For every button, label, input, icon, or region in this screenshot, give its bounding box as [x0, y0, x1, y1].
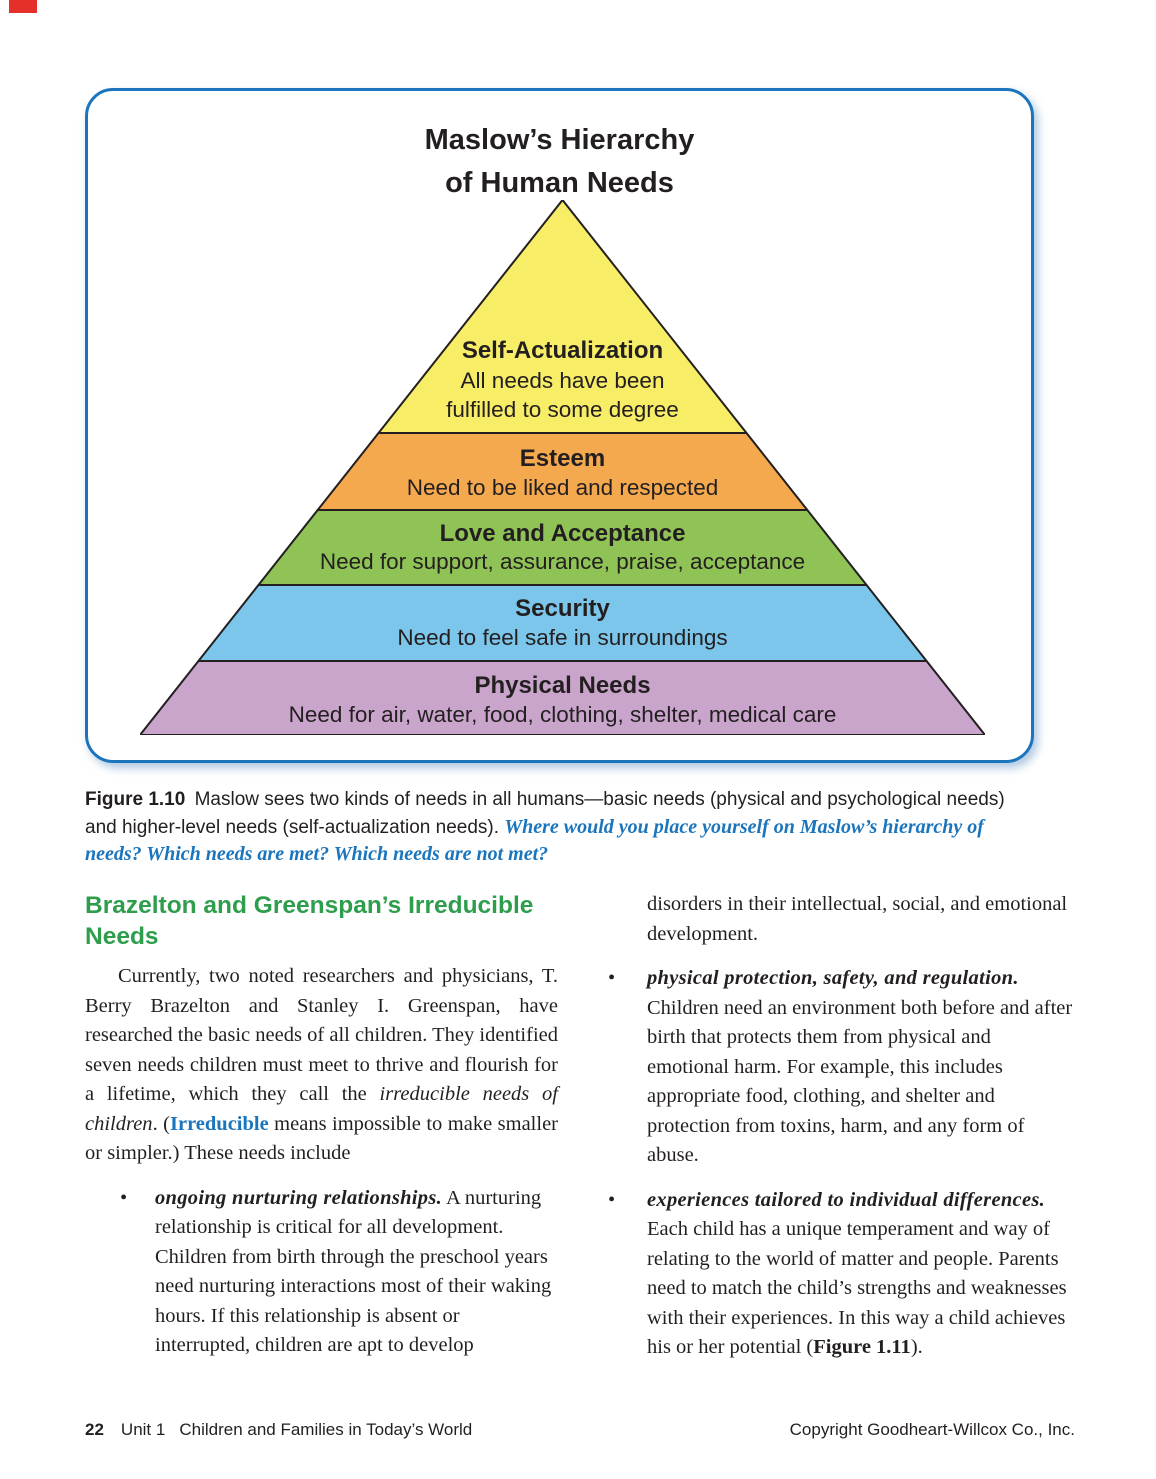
footer-left: 22 Unit 1 Children and Families in Today’s… — [85, 1420, 472, 1440]
bullet-continuation: disorders in their intellectual, social,… — [647, 893, 1068, 945]
intro-text-2: . ( — [152, 1112, 170, 1135]
intro-text-1: Currently, two noted researchers and phy… — [85, 965, 558, 1105]
bullet-lead: physical protection, safety, and regulat… — [647, 967, 1019, 989]
bullet-marker: • — [608, 1188, 616, 1211]
copyright: Copyright Goodheart-Willcox Co., Inc. — [789, 1420, 1075, 1439]
bullet-marker: • — [608, 967, 616, 989]
intro-text-3: means impossible to make smaller or simp… — [85, 1112, 558, 1165]
pyramid-level-1-desc: fulfilled to some degree — [446, 397, 679, 422]
page-footer: 22 Unit 1 Children and Families in Today’s… — [85, 1420, 1075, 1440]
unit-title: Children and Families in Today’s World — [179, 1420, 473, 1439]
maslow-figure-box: Maslow’s Hierarchy of Human Needs Self-A… — [85, 88, 1034, 763]
pyramid-level-5-name: Physical Needs — [474, 672, 650, 699]
page-number: 22 — [85, 1420, 104, 1439]
pyramid-level-3-name: Love and Acceptance — [440, 520, 686, 547]
figure-title: Maslow’s Hierarchy of Human Needs — [88, 91, 1031, 205]
bullet-lead: ongoing nurturing relationships. — [155, 1186, 443, 1209]
pyramid-level-4-name: Security — [515, 595, 610, 622]
pyramid-level-2-name: Esteem — [520, 445, 605, 472]
bullet-text: A nurturing relationship is critical for… — [155, 1186, 552, 1357]
key-term-irreducible: Irreducible — [170, 1112, 269, 1135]
page-edge-tab — [9, 0, 37, 13]
figure-title-line1: Maslow’s Hierarchy — [424, 124, 695, 156]
bullet-ongoing-nurturing-relationships: • ongoing nurturing relationships. A nur… — [85, 1184, 558, 1361]
figure-caption-text: Maslow sees two kinds of needs in all hu… — [85, 789, 1005, 838]
pyramid-level-4-desc: Need to feel safe in surroundings — [397, 625, 727, 650]
pyramid-level-5-desc: Need for air, water, food, clothing, she… — [289, 702, 837, 727]
bullet-text: Children need an environment both before… — [647, 996, 1073, 1167]
left-column: Brazelton and Greenspan’s Irreducible Ne… — [85, 890, 558, 1361]
figure-title-line2: of Human Needs — [445, 167, 674, 199]
bullet-lead: experiences tailored to individual diffe… — [647, 1188, 1046, 1211]
pyramid-level-2-desc: Need to be liked and respected — [407, 475, 718, 500]
bullet-physical-protection: • physical protection, safety, and regul… — [600, 964, 1077, 1171]
pyramid-level-3-desc: Need for support, assurance, praise, acc… — [320, 549, 805, 574]
figure-reference: Figure 1.11 — [813, 1336, 911, 1358]
figure-caption: Figure 1.10 Maslow sees two kinds of nee… — [85, 786, 1037, 869]
bullet-marker: • — [120, 1186, 128, 1209]
figure-caption-question: Where would you place yourself on Maslow… — [85, 815, 984, 866]
italic-term: irreducible needs of children — [85, 1083, 558, 1135]
bullet-experiences-tailored: • experiences tailored to individual dif… — [600, 1186, 1077, 1363]
section-heading: Brazelton and Greenspan’s Irreducible Ne… — [85, 892, 534, 950]
pyramid-level-1-desc: All needs have been — [461, 368, 665, 393]
intro-paragraph: Currently, two noted researchers and phy… — [85, 962, 558, 1169]
figure-caption-label: Figure 1.10 — [85, 789, 186, 810]
bullet-text-after: ). — [910, 1336, 923, 1358]
right-column: disorders in their intellectual, social,… — [600, 890, 1077, 1363]
bullet-text: Each child has a unique temperament and … — [647, 1218, 1067, 1358]
unit-label: Unit 1 — [120, 1420, 166, 1439]
pyramid-level-1-name: Self-Actualization — [462, 337, 663, 364]
